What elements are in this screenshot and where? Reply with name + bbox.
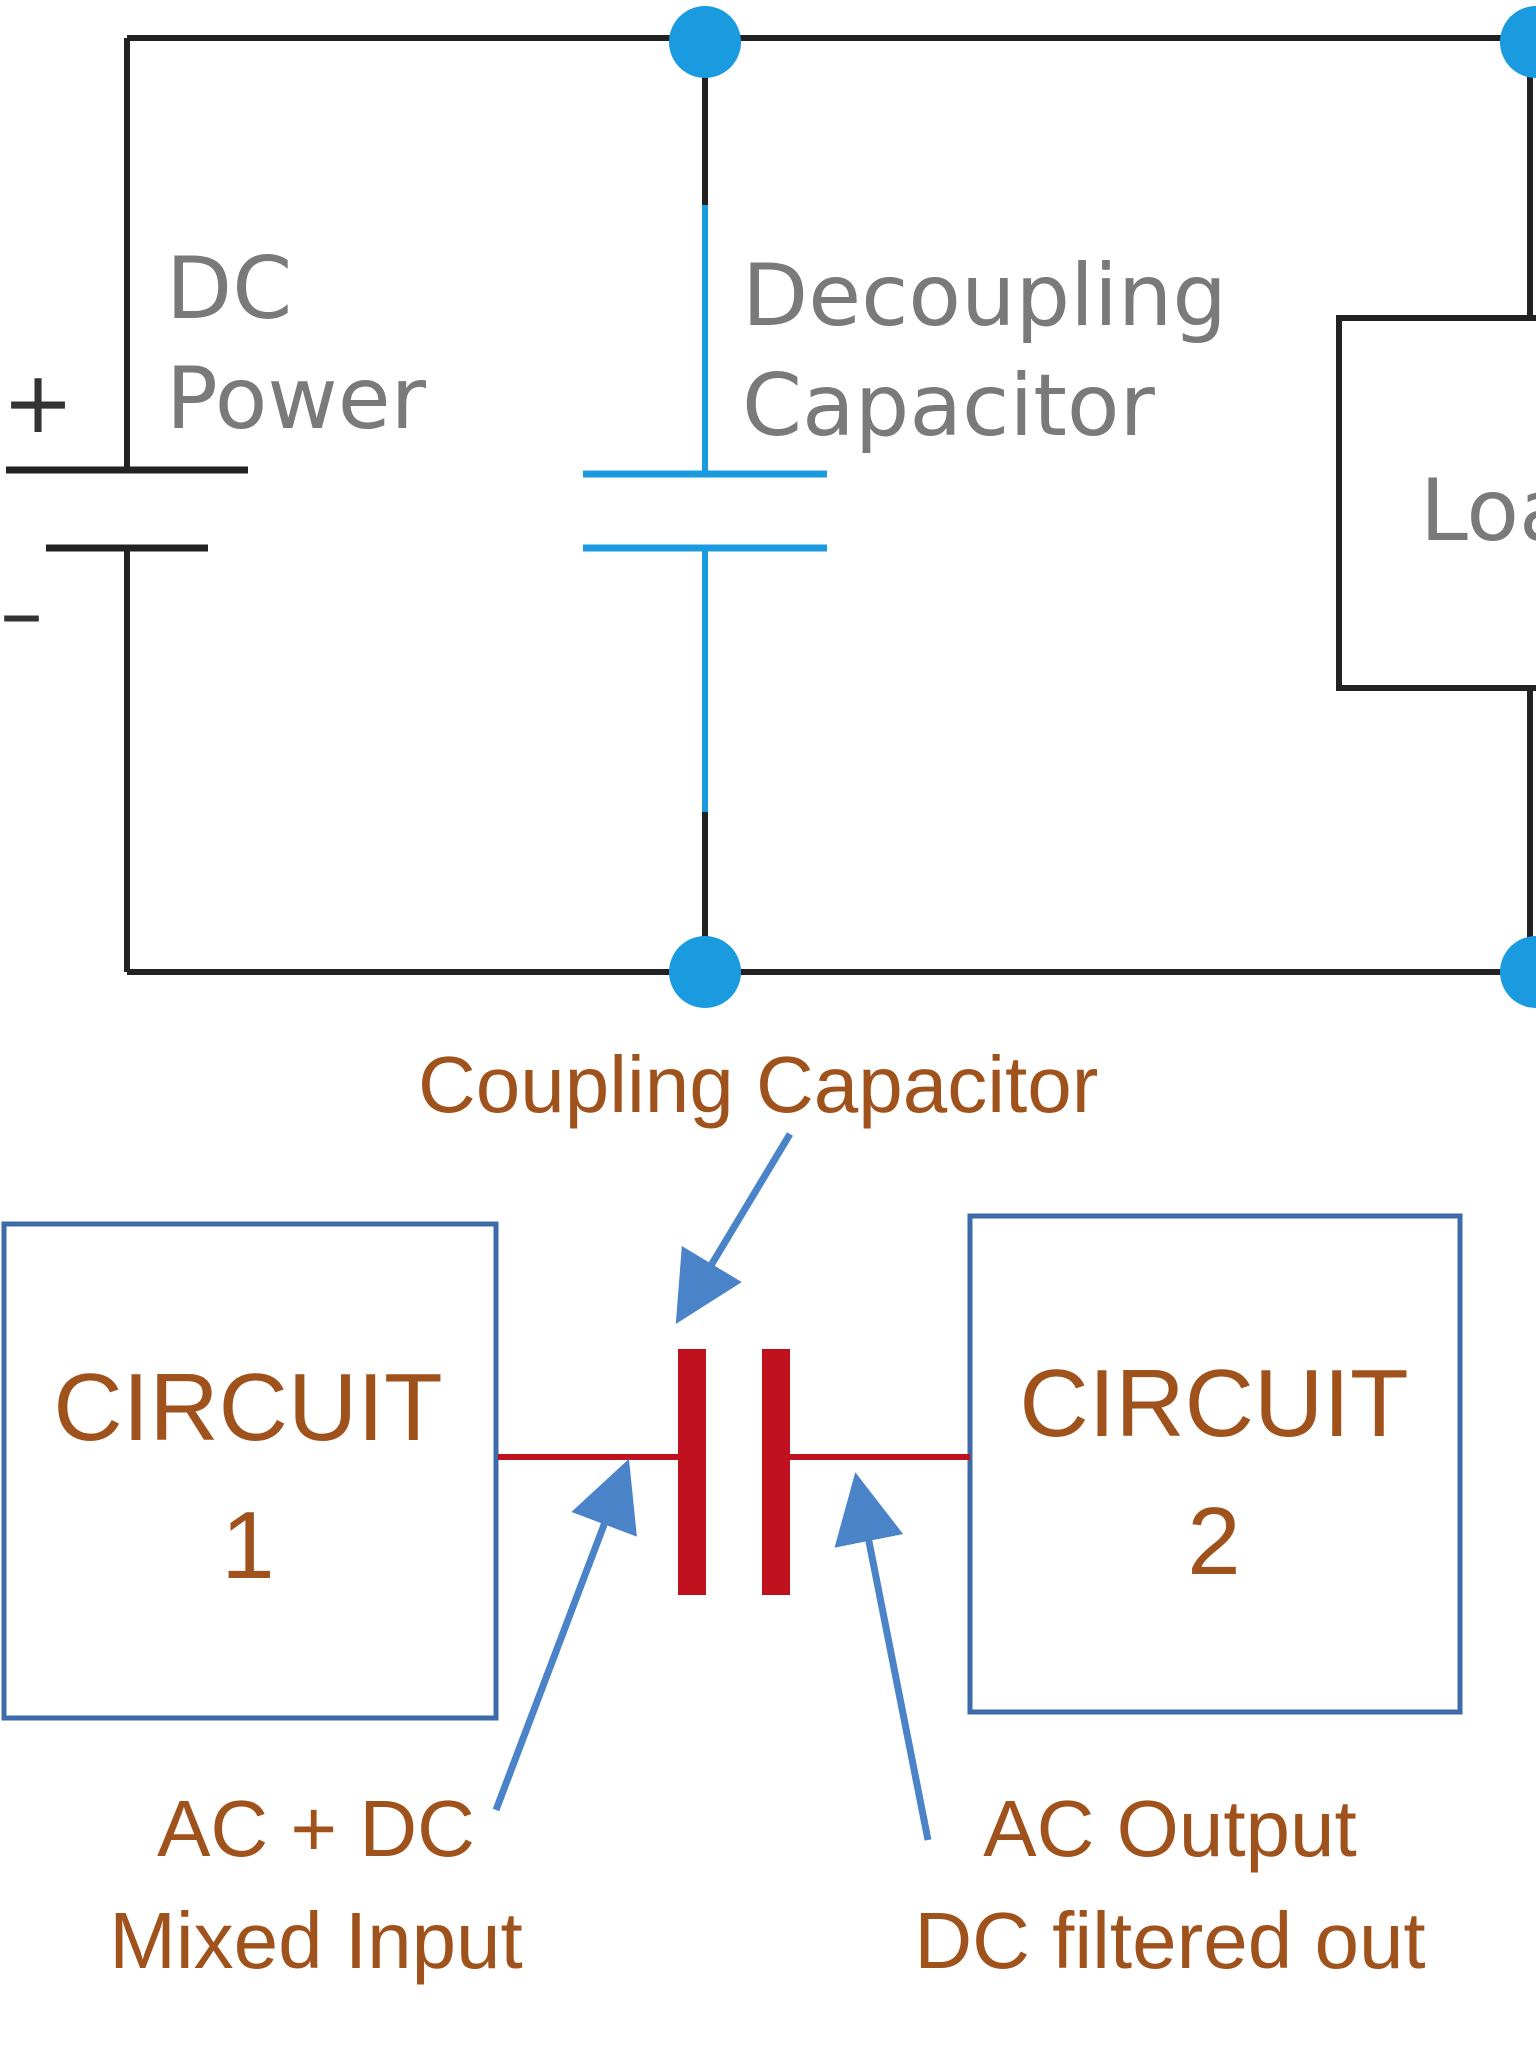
arrow-to-input <box>492 1458 637 1812</box>
input-label-line1: AC + DC <box>157 1784 475 1873</box>
plus-sign: + <box>2 353 74 453</box>
circuit-2-label-line2: 2 <box>1187 1488 1240 1595</box>
output-label-line2: DC filtered out <box>914 1896 1425 1985</box>
node-top-middle <box>669 6 741 78</box>
coupling-capacitor-plate-right <box>762 1349 790 1595</box>
circuit-1-box <box>1 1221 499 1721</box>
coupling-capacitor-plate-left <box>678 1349 706 1595</box>
circuit-1-label-line2: 1 <box>221 1492 274 1599</box>
arrow-to-output <box>834 1472 932 1841</box>
circuit-1-label-line1: CIRCUIT <box>53 1354 442 1461</box>
decoupling-circuit: + – DC Power Decoupling Capacitor Loa <box>0 6 1536 1008</box>
node-bottom-right <box>1500 936 1536 1008</box>
circuit-2-label-line1: CIRCUIT <box>1019 1350 1408 1457</box>
coupling-capacitor-label: Coupling Capacitor <box>418 1040 1098 1129</box>
circuit-2-box <box>967 1213 1463 1715</box>
load-box <box>1336 315 1536 691</box>
load-label: Loa <box>1420 461 1536 561</box>
minus-sign: – <box>0 563 43 663</box>
input-label-line2: Mixed Input <box>109 1896 523 1985</box>
node-bottom-middle <box>669 936 741 1008</box>
coupling-circuit: Coupling Capacitor CIRCUIT 1 CIRCUIT 2 A… <box>1 1040 1463 1985</box>
dc-power-label-line2: Power <box>166 349 427 449</box>
decoupling-capacitor-label-line1: Decoupling <box>742 246 1227 346</box>
dc-power-label-line1: DC <box>166 239 292 339</box>
output-label-line1: AC Output <box>983 1784 1357 1873</box>
dc-battery <box>6 466 248 552</box>
arrow-to-coupling-capacitor <box>675 1132 793 1324</box>
decoupling-capacitor-label-line2: Capacitor <box>742 356 1156 456</box>
node-top-right <box>1500 6 1536 78</box>
